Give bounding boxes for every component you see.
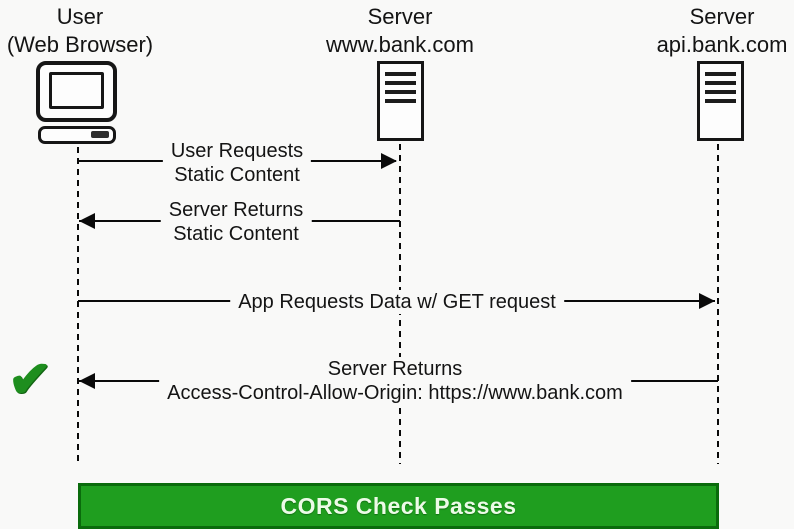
message-label-line: Access-Control-Allow-Origin: https://www… [167, 382, 623, 404]
computer-screen [49, 72, 104, 109]
actor-title-www-bank: Server www.bank.com [310, 3, 490, 59]
actor-title-api-bank: Server api.bank.com [632, 3, 794, 59]
arrowhead-left-icon [79, 213, 95, 229]
message-label-line: Static Content [173, 223, 299, 245]
arrowhead-right-icon [381, 153, 397, 169]
actor-title-user: User (Web Browser) [0, 3, 160, 59]
message-label-server-returns-static: Server Returns Static Content [160, 198, 312, 246]
message-label-line: Static Content [174, 164, 300, 186]
message-label-line: Server Returns [327, 358, 463, 380]
server-icon [697, 61, 744, 141]
computer-slot [91, 131, 109, 138]
actor-title-line: Server [367, 4, 433, 29]
message-label-acao-response: Server Returns Access-Control-Allow-Orig… [159, 357, 631, 405]
message-label-app-requests-data: App Requests Data w/ GET request [230, 290, 564, 314]
actor-title-line: User [56, 4, 104, 29]
green-checkmark-icon: ✔ [7, 350, 53, 410]
server-icon [377, 61, 424, 141]
cors-status-banner: CORS Check Passes [78, 483, 719, 529]
message-label-user-requests: User Requests Static Content [162, 139, 312, 187]
message-label-line: Server Returns [168, 199, 304, 221]
computer-monitor [36, 61, 117, 122]
actor-title-line: www.bank.com [326, 32, 474, 57]
message-label-line: User Requests [170, 140, 304, 162]
lifeline-api-bank [717, 144, 719, 464]
lifeline-user [77, 147, 79, 464]
arrowhead-right-icon [699, 293, 715, 309]
message-label-line: App Requests Data w/ GET request [238, 291, 556, 313]
actor-title-line: Server [689, 4, 755, 29]
computer-base [38, 126, 116, 144]
banner-label: CORS Check Passes [280, 492, 517, 519]
actor-title-line: api.bank.com [656, 32, 788, 57]
arrowhead-left-icon [79, 373, 95, 389]
actor-title-line: (Web Browser) [6, 32, 154, 57]
